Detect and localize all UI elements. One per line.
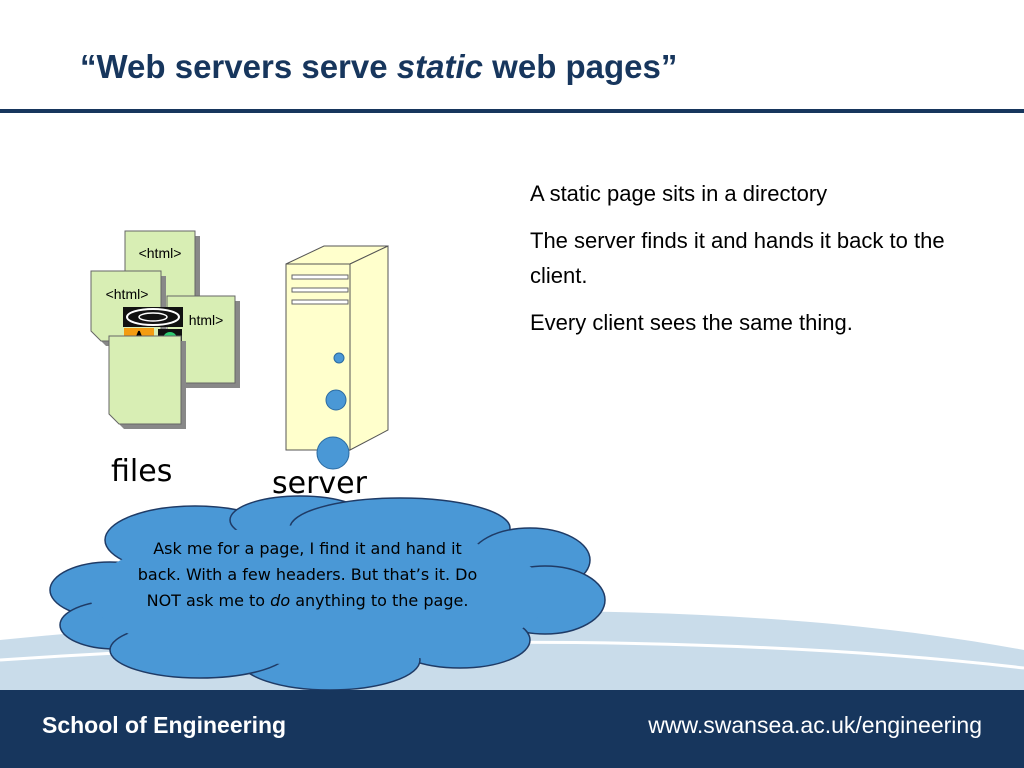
speech-cloud-fill: [90, 525, 550, 665]
title-emphasis: static: [396, 48, 483, 85]
bubble-text-end: anything to the page.: [290, 591, 469, 610]
bullet-item: The server finds it and hands it back to…: [530, 228, 945, 288]
bubble-text-start: Ask me for a page, I find it and hand it…: [137, 539, 478, 610]
speech-bubble-text: Ask me for a page, I find it and hand it…: [135, 536, 480, 614]
server-label: server: [272, 466, 367, 501]
title-rule: [0, 109, 1024, 113]
thought-bubble-dot: [316, 436, 350, 470]
footer-bar: School of Engineering www.swansea.ac.uk/…: [0, 690, 1024, 768]
files-label: files: [111, 454, 173, 489]
file-tag: <html>: [139, 245, 182, 261]
school-name: School of Engineering: [42, 712, 287, 738]
bullet-list: A static page sits in a directory The se…: [530, 176, 990, 352]
footer-url: www.swansea.ac.uk/engineering: [648, 712, 982, 738]
bubble-text-emphasis: do: [270, 591, 291, 610]
bullet-item: A static page sits in a directory: [530, 181, 828, 206]
title-text: “Web servers serve: [80, 48, 397, 85]
title-text-end: web pages”: [483, 48, 678, 85]
file-page-front: [108, 335, 186, 429]
file-tag: <html>: [106, 286, 149, 302]
file-tag: html>: [189, 312, 224, 328]
server-tower: [285, 245, 389, 451]
bullet-item: Every client sees the same thing.: [530, 310, 853, 335]
slide-title: “Web servers serve static web pages”: [80, 48, 677, 86]
